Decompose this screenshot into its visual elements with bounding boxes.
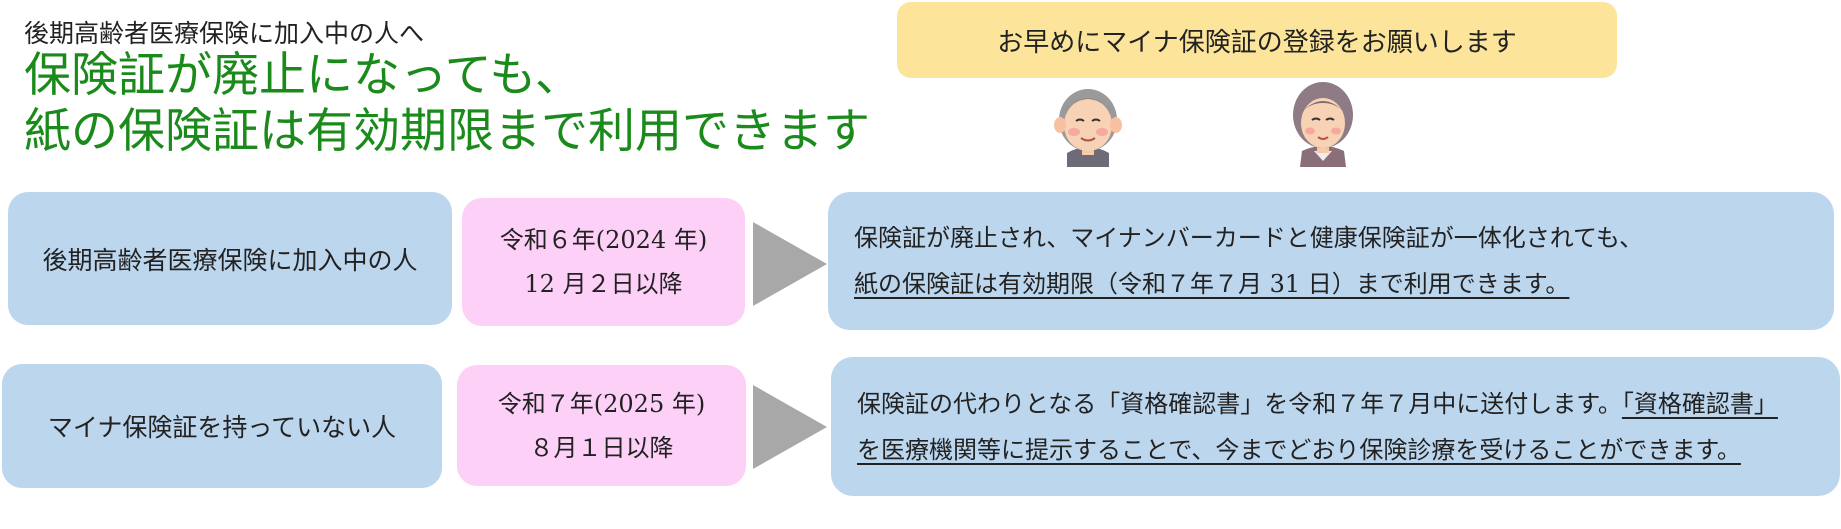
- row2-date: 令和７年(2025 年) ８月１日以降: [457, 365, 746, 486]
- registration-notice: お早めにマイナ保険証の登録をお願いします: [897, 2, 1617, 78]
- row2-date-line2: ８月１日以降: [529, 433, 674, 462]
- row2-message-line2: を医療機関等に提示することで、今までどおり保険診療を受けることができます。: [857, 435, 1741, 464]
- row1-date: 令和６年(2024 年) 12 月２日以降: [462, 198, 745, 326]
- row1-message: 保険証が廃止され、マイナンバーカードと健康保険証が一体化されても、 紙の保険証は…: [828, 192, 1834, 330]
- page-subtitle: 後期高齢者医療保険に加入中の人へ: [24, 19, 425, 48]
- elderly-man-icon: [1054, 89, 1122, 167]
- row2-date-line1: 令和７年(2025 年): [497, 389, 706, 418]
- row1-date-line1: 令和６年(2024 年): [499, 226, 708, 254]
- row2-message-line1-plain: 保険証の代わりとなる「資格確認書」を令和７年７月中に送付します。: [857, 389, 1622, 418]
- row2-message: 保険証の代わりとなる「資格確認書」を令和７年７月中に送付します。「資格確認書」 …: [831, 357, 1840, 496]
- row1-message-line2: 紙の保険証は有効期限（令和７年７月 31 日）まで利用できます。: [854, 270, 1570, 298]
- page-title-line-2: 紙の保険証は有効期限まで利用できます: [24, 104, 870, 159]
- row1-date-line2: 12 月２日以降: [524, 270, 683, 298]
- row2-message-line1: 保険証の代わりとなる「資格確認書」を令和７年７月中に送付します。「資格確認書」: [857, 381, 1778, 427]
- page-title: 保険証が廃止になっても、 紙の保険証は有効期限まで利用できます: [24, 48, 870, 160]
- arrow-right-icon: [753, 385, 827, 469]
- row2-target-group: マイナ保険証を持っていない人: [2, 364, 442, 488]
- elderly-woman-icon: [1293, 82, 1353, 167]
- row2-message-line1-underlined: 「資格確認書」: [1621, 389, 1778, 418]
- row1-message-line1: 保険証が廃止され、マイナンバーカードと健康保険証が一体化されても、: [854, 224, 1644, 252]
- page-title-line-1: 保険証が廃止になっても、: [24, 48, 582, 103]
- arrow-right-icon: [753, 222, 827, 306]
- row1-target-group: 後期高齢者医療保険に加入中の人: [8, 192, 452, 325]
